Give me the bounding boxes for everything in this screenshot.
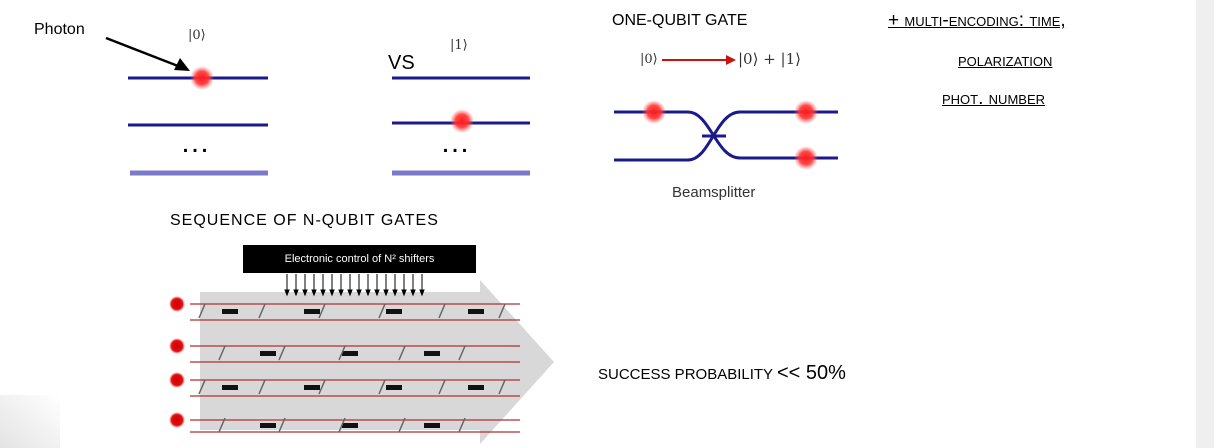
vs-label: VS — [388, 52, 415, 74]
directional-coupler — [342, 423, 358, 428]
phase-shifter — [198, 379, 206, 395]
phase-shifter — [338, 345, 346, 361]
photon-input — [642, 100, 666, 124]
directional-coupler — [468, 385, 484, 390]
control-arrowhead — [374, 289, 380, 297]
phase-shifter — [278, 417, 286, 433]
phase-shifter — [378, 303, 386, 319]
phase-shifter — [458, 417, 466, 433]
control-arrowhead — [302, 289, 308, 297]
phase-shifter — [258, 379, 266, 395]
control-arrowhead — [365, 289, 371, 297]
ket-one-label: |1⟩ — [450, 38, 468, 53]
multi-encoding-line2: POLARIZATION — [958, 50, 1053, 71]
ket-zero-label: |0⟩ — [188, 28, 206, 43]
success-probability-value: << 50% — [776, 362, 846, 384]
phase-shifter — [318, 379, 326, 395]
input-photon-1 — [169, 296, 185, 312]
directional-coupler — [386, 385, 402, 390]
photon-left — [190, 66, 214, 90]
phase-shifter — [438, 379, 446, 395]
phase-shifter — [498, 379, 506, 395]
electronic-control-box: Electronic control of N² shifters — [243, 245, 476, 273]
transition-arrow — [662, 55, 736, 65]
directional-coupler — [222, 309, 238, 314]
control-arrowhead — [284, 289, 290, 297]
control-arrowhead — [347, 289, 353, 297]
input-photon-4 — [169, 412, 185, 428]
multi-encoding-line1: + MULTI-ENCODING: TIME, — [888, 10, 1066, 31]
sequence-title: SEQUENCE OF N-QUBIT GATES — [170, 212, 439, 229]
phase-shifter — [378, 379, 386, 395]
directional-coupler — [260, 423, 276, 428]
photon-output-bottom — [794, 146, 818, 170]
directional-coupler — [304, 309, 320, 314]
success-probability-prefix: SUCCESS PROBABILITY — [598, 366, 773, 383]
photon-label: Photon — [34, 21, 85, 38]
directional-coupler — [260, 351, 276, 356]
phase-shifter — [398, 417, 406, 433]
phase-shifter — [218, 417, 226, 433]
phase-shifter — [498, 303, 506, 319]
success-probability-label: SUCCESS PROBABILITY << 50% — [598, 362, 846, 385]
phase-shifter — [258, 303, 266, 319]
superposition-sum-ket: |0⟩ + |1⟩ — [738, 50, 802, 68]
phase-shifter — [318, 303, 326, 319]
directional-coupler — [304, 385, 320, 390]
control-arrowhead — [401, 289, 407, 297]
control-arrowhead — [311, 289, 317, 297]
beamsplitter-diagram — [614, 55, 838, 170]
directional-coupler — [424, 423, 440, 428]
waveguide-mesh — [190, 303, 520, 433]
control-arrowhead — [392, 289, 398, 297]
energy-levels-diagram — [105, 36, 530, 176]
photon-pointer-arrow — [105, 36, 190, 71]
directional-coupler — [386, 309, 402, 314]
photon-right — [450, 109, 474, 133]
corner-fade — [0, 395, 60, 448]
phase-shifter — [338, 417, 346, 433]
control-arrowhead — [410, 289, 416, 297]
control-arrowhead — [419, 289, 425, 297]
ellipsis-right: … — [440, 126, 470, 159]
control-arrows — [284, 274, 425, 297]
directional-coupler — [468, 309, 484, 314]
control-arrowhead — [383, 289, 389, 297]
directional-coupler — [342, 351, 358, 356]
phase-shifter — [438, 303, 446, 319]
input-photon-2 — [169, 338, 185, 354]
photon-output-top — [794, 100, 818, 124]
input-photon-3 — [169, 372, 185, 388]
phase-shifter — [398, 345, 406, 361]
phase-shifter — [198, 303, 206, 319]
control-arrowhead — [356, 289, 362, 297]
multi-encoding-line3: PHOT. NUMBER — [942, 88, 1046, 109]
right-edge-strip — [1196, 0, 1214, 448]
control-arrowhead — [338, 289, 344, 297]
phase-shifter — [458, 345, 466, 361]
phase-shifter — [218, 345, 226, 361]
ellipsis-left: … — [180, 126, 210, 159]
control-arrowhead — [329, 289, 335, 297]
beamsplitter-label: Beamsplitter — [672, 184, 756, 201]
n-qubit-circuit — [169, 274, 554, 444]
directional-coupler — [424, 351, 440, 356]
control-arrowhead — [293, 289, 299, 297]
one-qubit-gate-title: ONE-QUBIT GATE — [612, 12, 748, 29]
phase-shifter — [278, 345, 286, 361]
control-arrowhead — [320, 289, 326, 297]
superposition-start-ket: |0⟩ — [640, 52, 658, 67]
directional-coupler — [222, 385, 238, 390]
